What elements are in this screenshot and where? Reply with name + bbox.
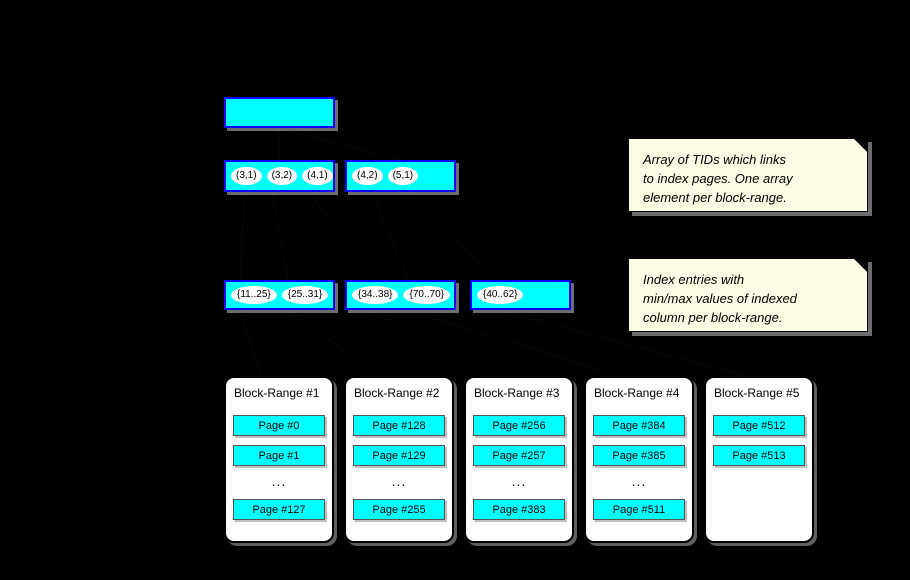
page-box[interactable]: Page #0: [233, 415, 325, 436]
index-row-1[interactable]: {11..25} {25..31}: [224, 280, 335, 310]
page-box[interactable]: Page #127: [233, 499, 325, 520]
page-box[interactable]: Page #256: [473, 415, 565, 436]
block-range-title: Block-Range #4: [594, 386, 680, 400]
index-range-pill: {34..38}: [352, 286, 399, 304]
tid-pill: (4,1): [302, 167, 333, 185]
page-ellipsis: ...: [391, 473, 407, 489]
note-tid-array: Array of TIDs which links to index pages…: [628, 138, 868, 212]
block-range-title: Block-Range #3: [474, 386, 560, 400]
note-line: column per block-range.: [643, 309, 783, 325]
meta-page-box[interactable]: [224, 97, 335, 128]
page-box[interactable]: Page #384: [593, 415, 685, 436]
block-range-card-2[interactable]: Block-Range #2 Page #128 Page #129 ... P…: [344, 376, 454, 543]
note-line: Array of TIDs which links: [643, 152, 787, 167]
page-box[interactable]: Page #129: [353, 445, 445, 466]
page-box[interactable]: Page #512: [713, 415, 805, 436]
page-box[interactable]: Page #383: [473, 499, 565, 520]
note-index-entries-text: Index entries with min/max values of ind…: [643, 271, 853, 328]
page-ellipsis: ...: [511, 473, 527, 489]
note-line: min/max values of indexed: [643, 290, 797, 306]
block-range-card-1[interactable]: Block-Range #1 Page #0 Page #1 ... Page …: [224, 376, 334, 543]
note-line: Index entries with: [643, 272, 745, 287]
page-box[interactable]: Page #257: [473, 445, 565, 466]
tid-pill: (3,1): [231, 167, 262, 185]
index-range-pill: {40..62}: [477, 286, 524, 304]
note-line: to index pages. One array: [643, 170, 793, 186]
revmap-row-2[interactable]: (4,2) (5,1): [345, 160, 456, 192]
note-tid-array-text: Array of TIDs which links to index pages…: [643, 151, 853, 208]
index-range-pill: {11..25}: [231, 286, 277, 304]
note-index-entries: Index entries with min/max values of ind…: [628, 258, 868, 332]
tid-pill: (5,1): [387, 167, 419, 185]
revmap-row-1[interactable]: (3,1) (3,2) (4,1): [224, 160, 335, 192]
page-ellipsis: ...: [631, 473, 647, 489]
index-range-pill: {70..70}: [403, 286, 450, 304]
note-line: element per block-range.: [643, 189, 787, 205]
tid-pill: (3,2): [266, 167, 298, 185]
block-range-card-4[interactable]: Block-Range #4 Page #384 Page #385 ... P…: [584, 376, 694, 543]
page-box[interactable]: Page #1: [233, 445, 325, 466]
page-box[interactable]: Page #385: [593, 445, 685, 466]
page-box[interactable]: Page #128: [353, 415, 445, 436]
block-range-card-5[interactable]: Block-Range #5 Page #512 Page #513: [704, 376, 814, 543]
block-range-card-3[interactable]: Block-Range #3 Page #256 Page #257 ... P…: [464, 376, 574, 543]
block-range-title: Block-Range #5: [714, 386, 800, 400]
page-box[interactable]: Page #511: [593, 499, 685, 520]
page-ellipsis: ...: [271, 473, 287, 489]
page-box[interactable]: Page #513: [713, 445, 805, 466]
page-box[interactable]: Page #255: [353, 499, 445, 520]
index-row-2[interactable]: {34..38} {70..70}: [345, 280, 456, 310]
tid-pill: (4,2): [352, 167, 383, 185]
block-range-title: Block-Range #1: [234, 386, 320, 400]
empty-space: [713, 466, 805, 535]
block-range-title: Block-Range #2: [354, 386, 440, 400]
index-range-pill: {25..31}: [281, 286, 329, 304]
index-row-3[interactable]: {40..62}: [470, 280, 571, 310]
